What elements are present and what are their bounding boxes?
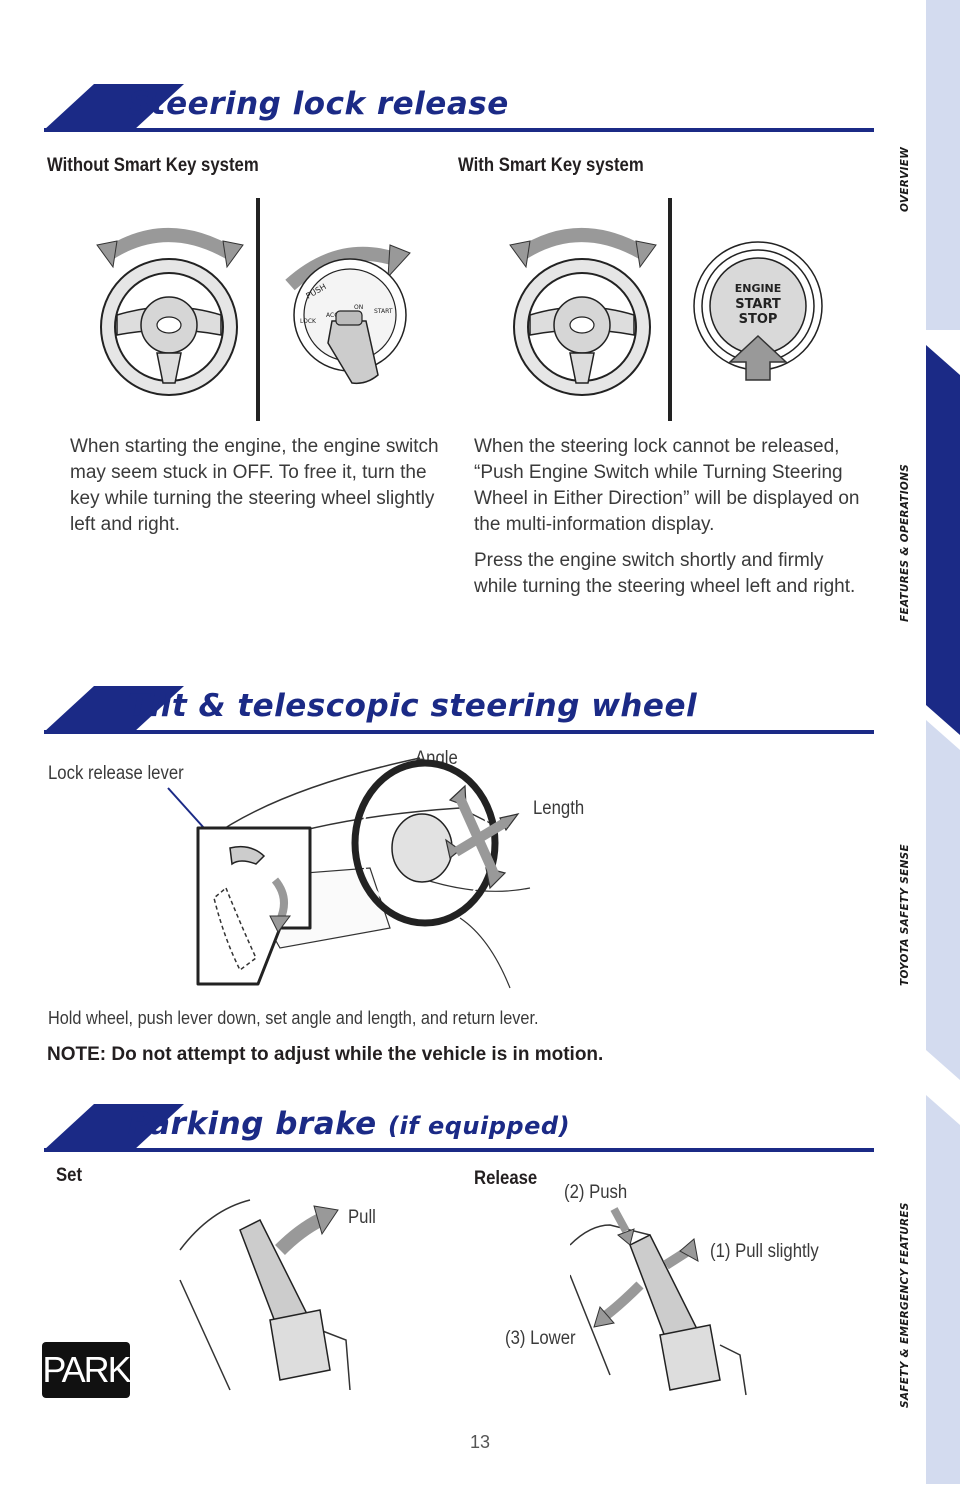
tilt-title: Tilt & telescopic steering wheel: [128, 688, 698, 724]
smart-key-paragraph-1: When the steering lock cannot be release…: [474, 436, 860, 535]
parking-brake-title: Parking brake (if equipped): [128, 1106, 570, 1142]
steering-wheel-illustration: [96, 228, 244, 396]
with-smart-key-heading: With Smart Key system: [458, 155, 644, 176]
ignition-on-label: ON: [354, 304, 363, 311]
engine-start-button-illustration: ENGINE START STOP: [693, 241, 823, 381]
tilt-caption: Hold wheel, push lever down, set angle a…: [48, 1007, 539, 1028]
ignition-start-label: START: [374, 308, 393, 315]
steering-lock-title: Steering lock release: [128, 86, 509, 122]
without-smart-key-text: When starting the engine, the engine swi…: [70, 436, 439, 535]
page-number: 13: [469, 1432, 491, 1452]
tilt-steering-illustration: [167, 757, 531, 989]
set-heading: Set: [56, 1165, 83, 1186]
section-header-bar-parking: [44, 1104, 876, 1152]
side-tabs-graphic: [926, 0, 960, 1484]
ignition-key-illustration: PUSH ACC ON START LOCK: [285, 244, 411, 385]
lower-label: (3) Lower: [505, 1328, 576, 1349]
parking-brake-set-illustration: [179, 1199, 351, 1391]
stop-label: STOP: [739, 312, 778, 327]
parking-brake-release-illustration: [570, 1207, 747, 1396]
pull-label: Pull: [348, 1207, 376, 1228]
tab-overview[interactable]: OVERVIEW: [899, 146, 911, 212]
steering-wheel-illustration-smart: [509, 228, 657, 396]
length-label: Length: [533, 798, 585, 819]
engine-label: ENGINE: [735, 282, 782, 295]
lock-release-lever-label: Lock release lever: [48, 763, 184, 784]
tab-features-operations[interactable]: FEATURES & OPERATIONS: [899, 463, 911, 622]
section-header-bar: [44, 84, 876, 132]
with-smart-key-text: When the steering lock cannot be release…: [474, 434, 864, 610]
ignition-acc-label: ACC: [326, 312, 338, 319]
side-navigation: [926, 0, 960, 1484]
parking-brake-title-suffix: (if equipped): [387, 1112, 571, 1140]
section-header-bar-tilt: [44, 686, 876, 734]
start-label: START: [735, 297, 781, 312]
tilt-note: NOTE: Do not attempt to adjust while the…: [47, 1044, 604, 1065]
push-label: (2) Push: [564, 1182, 628, 1203]
parking-brake-title-main: Parking brake: [128, 1106, 377, 1142]
tab-safety-emergency-features[interactable]: SAFETY & EMERGENCY FEATURES: [899, 1202, 911, 1408]
park-badge: PARK: [42, 1342, 132, 1398]
without-smart-key-heading: Without Smart Key system: [47, 155, 259, 176]
tab-toyota-safety-sense[interactable]: TOYOTA SAFETY SENSE: [899, 843, 911, 986]
smart-key-paragraph-2: Press the engine switch shortly and firm…: [474, 550, 856, 597]
ignition-lock-label: LOCK: [300, 318, 317, 325]
release-heading: Release: [474, 1168, 538, 1189]
pull-slightly-label: (1) Pull slightly: [710, 1241, 819, 1262]
divider-line-smart: [668, 198, 672, 421]
divider-line: [256, 198, 260, 421]
